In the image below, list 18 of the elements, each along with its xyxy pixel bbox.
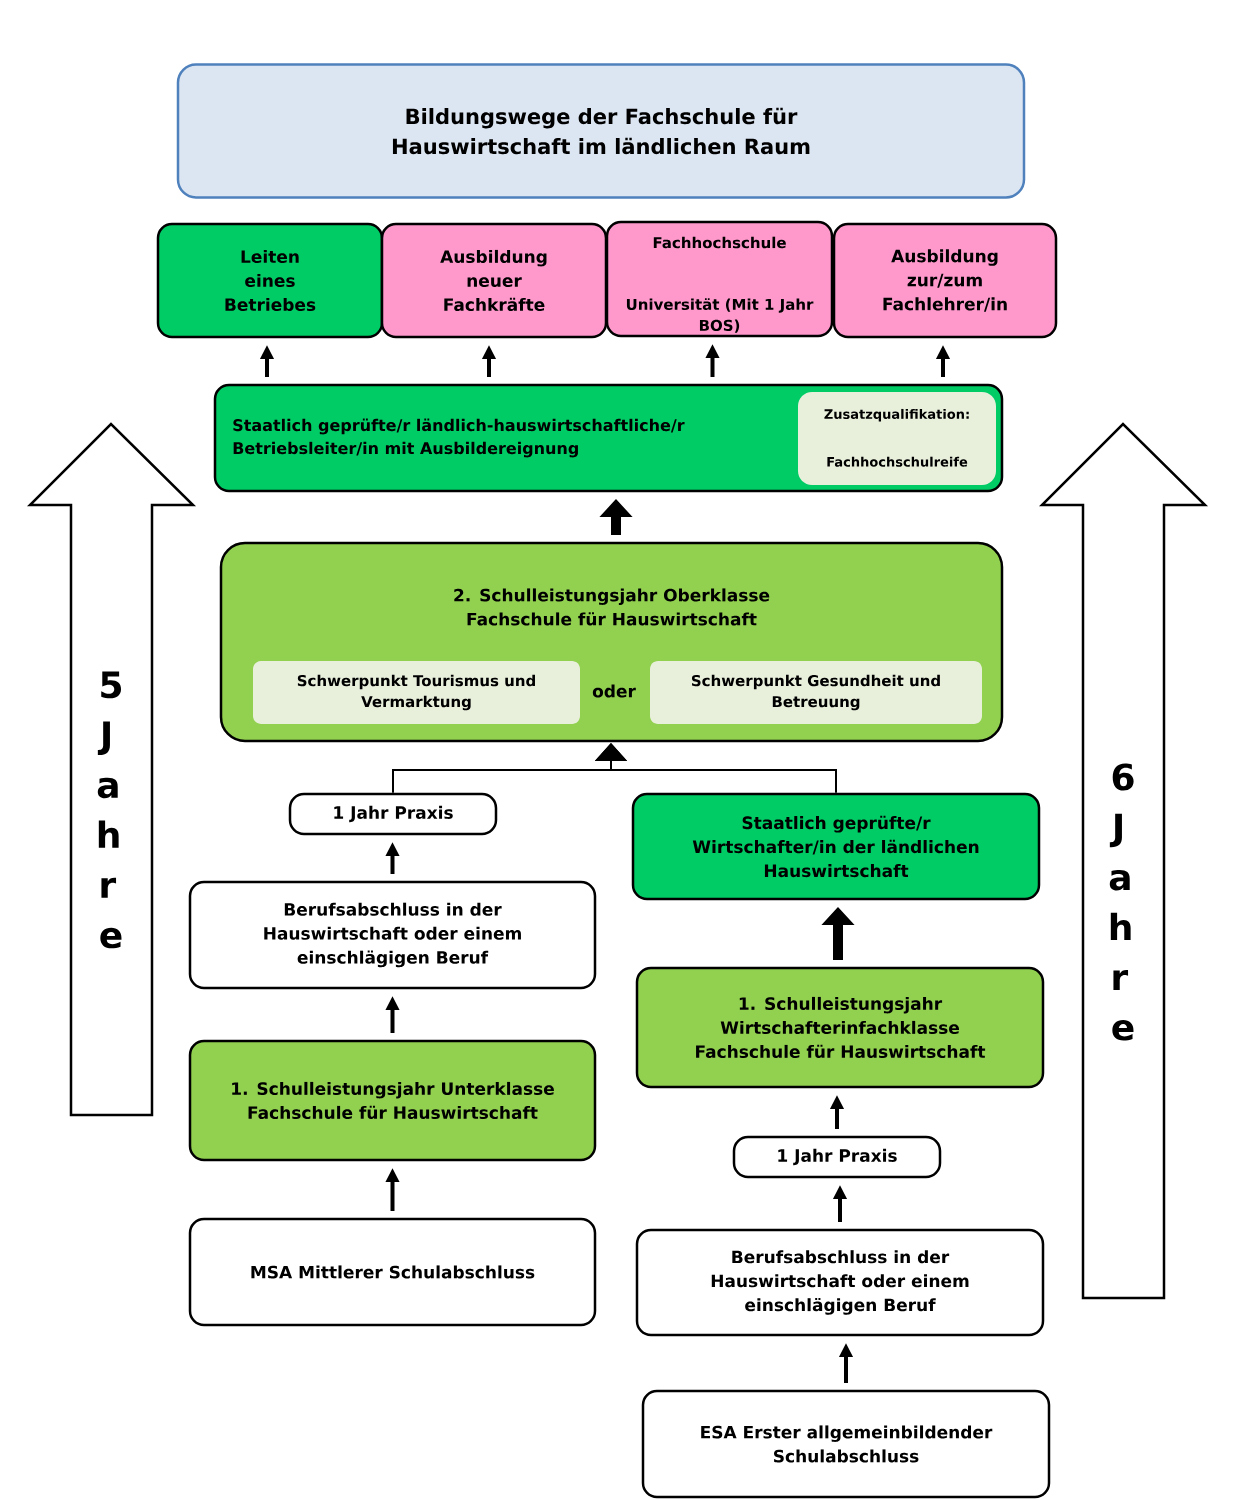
process-box: 1. Schulleistungsjahr Unterklasse Fachschule für Hauswirtschaft [188, 1039, 597, 1162]
process-box: Staatlich geprüfte/r Wirtschafter/in der ländlichen Hauswirtschaft [631, 792, 1041, 901]
process-box: Fachhochschule Universität (Mit 1 Jahr BOS) [605, 220, 834, 338]
process-box: Berufsabschluss in der Hauswirtschaft oder einem einschlägigen Beruf [188, 880, 597, 990]
process-box: Berufsabschluss in der Hauswirtschaft oder einem einschlägigen Beruf [635, 1228, 1045, 1337]
process-box: Zusatzqualifikation: Fachhochschulreife [798, 392, 996, 485]
process-box: 1 Jahr Praxis [732, 1135, 942, 1179]
arrow [594, 743, 837, 794]
process-box: 1. Schulleistungsjahr Wirtschafterinfachklasse Fachschule für Hauswirtschaft [635, 966, 1045, 1089]
process-box: ESA Erster allgemeinbildender Schulabschluss [641, 1389, 1051, 1499]
focus-box: Schwerpunkt Gesundheit und Betreuung [650, 661, 982, 724]
title-box: Bildungswege der Fachschule für Hauswirtschaft im ländlichen Raum [176, 63, 1026, 199]
process-box: 1 Jahr Praxis [288, 792, 498, 836]
process-box: Ausbildung zur/zum Fachlehrer/in [832, 222, 1058, 339]
process-box: Ausbildung neuer Fachkräfte [380, 222, 608, 339]
focus-box: Schwerpunkt Tourismus und Vermarktung [253, 661, 580, 724]
process-box: Leiten eines Betriebes [156, 222, 384, 339]
process-box: MSA Mittlerer Schulabschluss [188, 1217, 597, 1327]
